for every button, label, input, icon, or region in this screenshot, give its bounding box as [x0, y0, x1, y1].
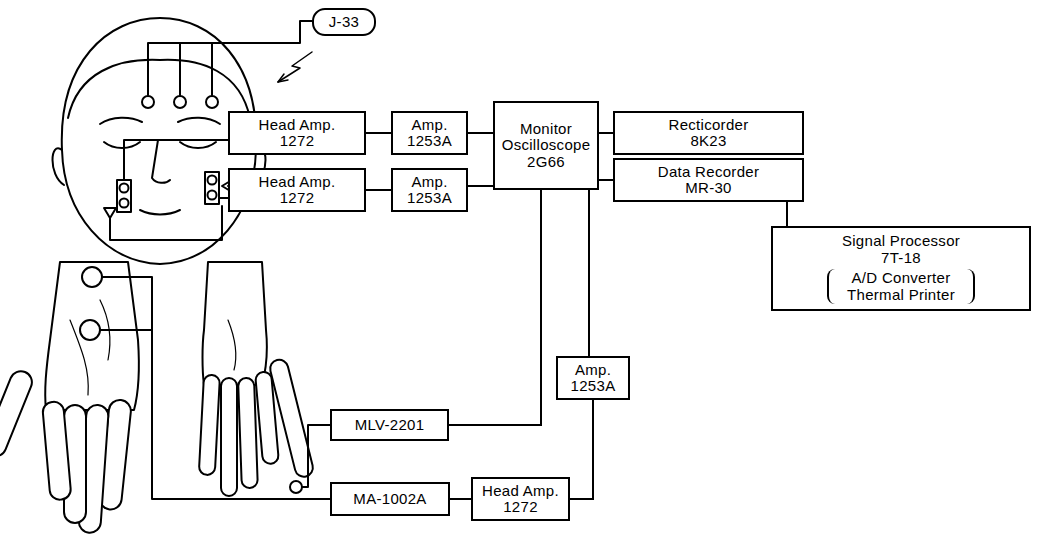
signal-wire	[450, 498, 471, 500]
box-label: Head Amp. 1272	[255, 174, 340, 207]
signal-wire	[468, 132, 493, 134]
amplifier-box: Head Amp. 1272	[471, 477, 570, 521]
amplifier-box: Head Amp. 1272	[228, 168, 366, 212]
forehead-electrodes	[142, 21, 312, 108]
recorder-box: Data Recorder MR-30	[613, 158, 804, 202]
signal-wire	[449, 190, 541, 425]
oscilloscope-box: Monitor Oscilloscope 2G66	[493, 101, 599, 190]
hand-electrodes	[80, 267, 330, 499]
box-label: Head Amp. 1272	[478, 483, 563, 516]
box-label: Amp. 1253A	[404, 117, 456, 150]
device-box: MLV-2201	[330, 409, 449, 441]
amplifier-box: Head Amp. 1272	[228, 111, 366, 155]
signal-wire	[366, 189, 391, 191]
box-label: Data Recorder MR-30	[653, 164, 765, 197]
box-label: Monitor Oscilloscope 2G66	[500, 121, 592, 171]
recorder-box: Recticorder 8K23	[613, 111, 804, 155]
telemeter-oval: J-33	[312, 8, 376, 36]
signal-wire	[599, 132, 613, 134]
box-label: Head Amp. 1272	[255, 117, 340, 150]
left-hand-drawing	[0, 262, 139, 533]
cheek-electrodes	[104, 140, 232, 240]
box-label: MA-1002A	[353, 491, 426, 508]
box-label: J-33	[329, 14, 359, 31]
amplifier-box: Amp. 1253A	[391, 111, 468, 155]
signal-wire	[570, 400, 593, 499]
box-label: MLV-2201	[355, 417, 425, 434]
box-label: Amp. 1253A	[404, 174, 456, 207]
device-box: MA-1002A	[330, 482, 450, 516]
box-label: Signal Processor 7T-18	[837, 233, 965, 266]
signal-wire	[366, 132, 391, 134]
signal-wire	[588, 190, 590, 356]
sub-label: A/D Converter Thermal Printer	[827, 269, 975, 304]
signal-wire	[786, 202, 788, 226]
right-hand-drawing	[199, 262, 315, 496]
amplifier-box: Amp. 1253A	[391, 168, 468, 212]
amplifier-box: Amp. 1253A	[556, 356, 630, 400]
box-label: Recticorder 8K23	[653, 117, 765, 150]
box-label: Amp. 1253A	[567, 362, 619, 395]
signal-wire	[468, 185, 493, 187]
processor-box: Signal Processor 7T-18A/D Converter Ther…	[771, 226, 1031, 311]
signal-wire	[599, 179, 613, 181]
